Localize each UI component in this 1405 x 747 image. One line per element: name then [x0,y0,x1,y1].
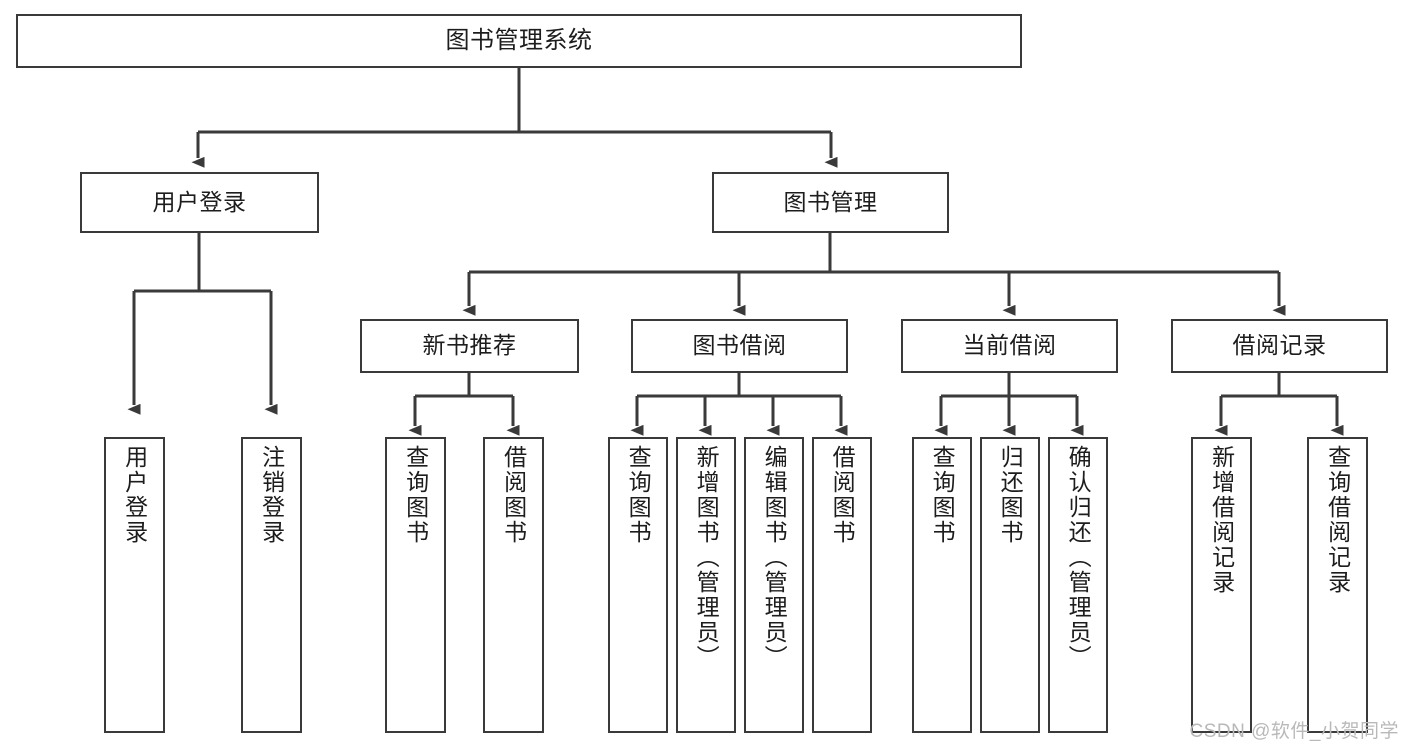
node-label: 当前借阅 [962,332,1057,359]
node-label: 编辑图书（管理员） [761,445,788,670]
node-label: 借阅图书 [829,445,856,545]
watermark-text: CSDN @软件_小贺同学 [1189,721,1399,742]
node-label: 查询借阅记录 [1324,445,1351,595]
node-book-borrow[interactable]: 图书借阅 [631,319,848,373]
node-label: 查询图书 [929,445,956,545]
node-leaf-query-book-2[interactable]: 查询图书 [608,437,668,733]
node-label: 确认归还（管理员） [1065,445,1092,670]
node-label: 借阅图书 [500,445,527,545]
node-borrow-record[interactable]: 借阅记录 [1171,319,1388,373]
node-label: 查询图书 [625,445,652,545]
node-leaf-add-record[interactable]: 新增借阅记录 [1191,437,1252,733]
node-leaf-query-book-3[interactable]: 查询图书 [912,437,972,733]
node-leaf-logout[interactable]: 注销登录 [241,437,302,733]
node-label: 图书借阅 [692,332,787,359]
node-leaf-query-book-1[interactable]: 查询图书 [385,437,446,733]
node-new-book-recommend[interactable]: 新书推荐 [360,319,579,373]
node-book-manage[interactable]: 图书管理 [712,172,949,233]
node-leaf-confirm-return[interactable]: 确认归还（管理员） [1048,437,1108,733]
node-leaf-borrow-book-2[interactable]: 借阅图书 [812,437,872,733]
node-root-system[interactable]: 图书管理系统 [16,14,1022,68]
node-label: 新书推荐 [422,332,517,359]
node-label: 新增图书（管理员） [693,445,720,670]
node-label: 查询图书 [402,445,429,545]
node-leaf-return-book[interactable]: 归还图书 [980,437,1040,733]
node-label: 用户登录 [152,188,247,215]
node-leaf-user-login[interactable]: 用户登录 [104,437,165,733]
node-leaf-borrow-book-1[interactable]: 借阅图书 [483,437,544,733]
node-label: 借阅记录 [1232,332,1327,359]
node-label: 图书管理系统 [445,26,593,54]
node-leaf-query-record[interactable]: 查询借阅记录 [1307,437,1368,733]
node-label: 用户登录 [121,445,148,545]
node-leaf-edit-book[interactable]: 编辑图书（管理员） [744,437,804,733]
node-label: 归还图书 [997,445,1024,545]
node-label: 注销登录 [258,445,285,545]
node-label: 图书管理 [783,188,878,215]
node-current-borrow[interactable]: 当前借阅 [901,319,1118,373]
node-leaf-add-book[interactable]: 新增图书（管理员） [676,437,736,733]
node-user-login[interactable]: 用户登录 [80,172,319,233]
node-label: 新增借阅记录 [1208,445,1235,595]
